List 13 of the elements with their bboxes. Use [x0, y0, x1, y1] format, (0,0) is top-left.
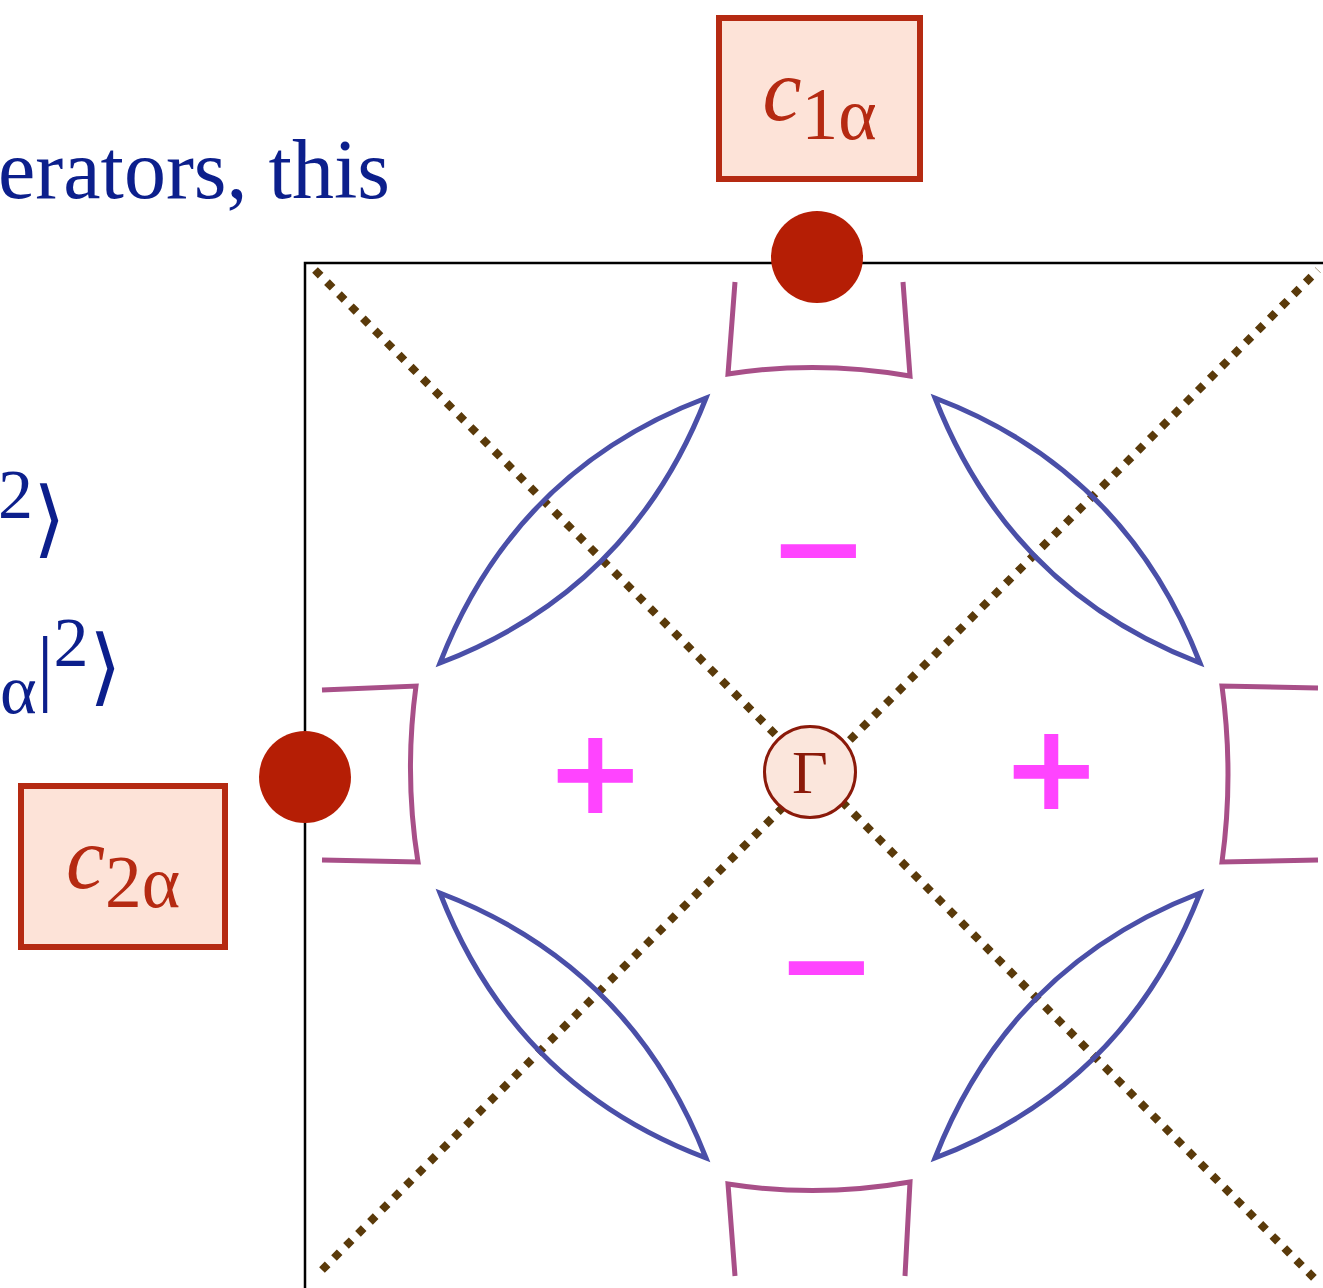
- operator-label: c$_{1α}$: [762, 46, 877, 151]
- formula-fragment: $^{2}$⟩: [0, 460, 66, 561]
- operator-label-box: [716, 15, 923, 182]
- minus-sign: −: [768, 488, 869, 608]
- plus-sign: +: [1001, 708, 1102, 828]
- gamma-point-circle: [763, 725, 857, 819]
- plus-sign: +: [545, 712, 646, 832]
- operator-label-box: [18, 783, 228, 950]
- gamma-label: Γ: [792, 741, 828, 803]
- body-text: erators, this: [0, 128, 390, 212]
- formula-fragment: $_{α}$|$^{2}$⟩: [0, 608, 122, 725]
- minus-sign: −: [776, 905, 877, 1025]
- operator-label: c$_{2α}$: [65, 814, 181, 919]
